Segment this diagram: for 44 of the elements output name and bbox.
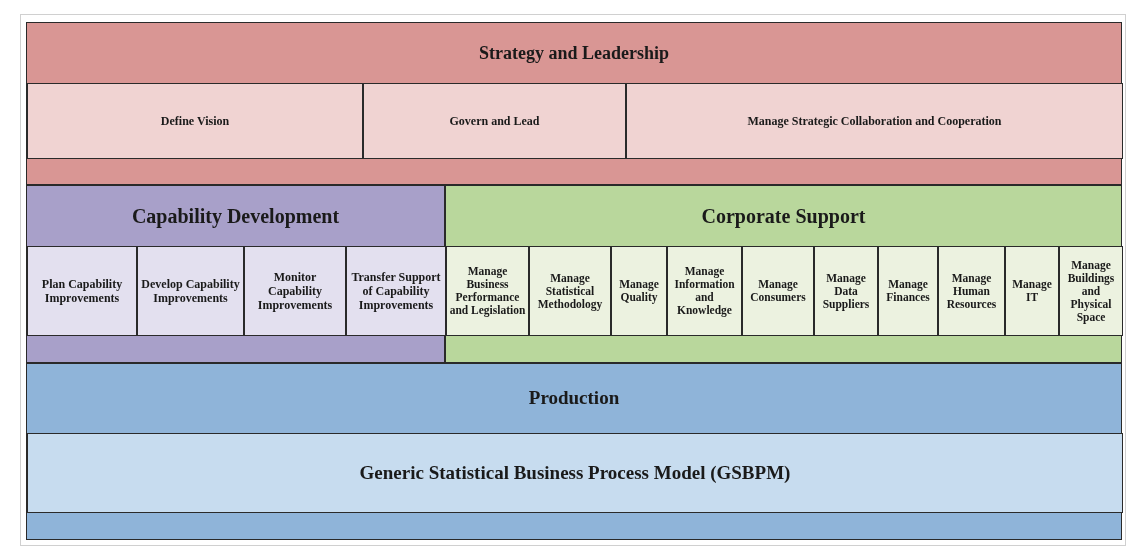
- process-model-box: [27, 433, 1123, 513]
- activity-cell: [27, 246, 137, 336]
- activity-label: Manage Human Resources: [945, 271, 998, 311]
- layer-band: [26, 22, 1122, 185]
- activity-label: Govern and Lead: [449, 113, 540, 130]
- activity-cell: [626, 83, 1123, 159]
- activity-label: Manage IT: [1011, 278, 1053, 304]
- activity-cell: [446, 246, 529, 336]
- layer-heading: Strategy and Leadership: [479, 41, 669, 65]
- activity-cell: [814, 246, 878, 336]
- activity-label: Manage Data Suppliers: [821, 271, 871, 311]
- activity-label: Manage Quality: [618, 278, 660, 304]
- layer-band: [26, 363, 1122, 540]
- activity-cell: [529, 246, 611, 336]
- activity-label: Manage Consumers: [749, 278, 807, 304]
- activity-cell: [1005, 246, 1059, 336]
- activity-cell: [667, 246, 742, 336]
- activity-label: Manage Buildings and Physical Space: [1066, 258, 1116, 324]
- activity-label: Monitor Capability Improvements: [256, 270, 334, 312]
- activity-label: Define Vision: [160, 113, 230, 130]
- activity-label: Plan Capability Improvements: [40, 277, 124, 305]
- activity-cell: [346, 246, 446, 336]
- activity-label: Transfer Support of Capability Improvements: [350, 270, 442, 312]
- process-model-label: Generic Statistical Business Process Model (GSBPM): [359, 460, 791, 485]
- activity-label: Manage Strategic Collaboration and Cooperation: [747, 113, 1002, 130]
- activity-cell: [363, 83, 626, 159]
- layer-heading: Corporate Support: [701, 204, 866, 230]
- activity-label: Develop Capability Improvements: [140, 277, 241, 305]
- layer-heading: Capability Development: [131, 204, 340, 230]
- layer-band: [26, 185, 445, 363]
- activity-cell: [938, 246, 1005, 336]
- layer-heading: Production: [528, 386, 620, 411]
- activity-cell: [137, 246, 244, 336]
- activity-label: Manage Business Performance and Legislation: [449, 265, 526, 317]
- activity-cell: [27, 83, 363, 159]
- activity-label: Manage Finances: [885, 278, 931, 304]
- layer-band: [445, 185, 1122, 363]
- activity-cell: [1059, 246, 1123, 336]
- activity-label: Manage Information and Knowledge: [673, 265, 736, 317]
- activity-cell: [244, 246, 346, 336]
- activity-cell: [878, 246, 938, 336]
- activity-cell: [611, 246, 667, 336]
- activity-cell: [742, 246, 814, 336]
- activity-label: Manage Statistical Methodology: [536, 271, 604, 311]
